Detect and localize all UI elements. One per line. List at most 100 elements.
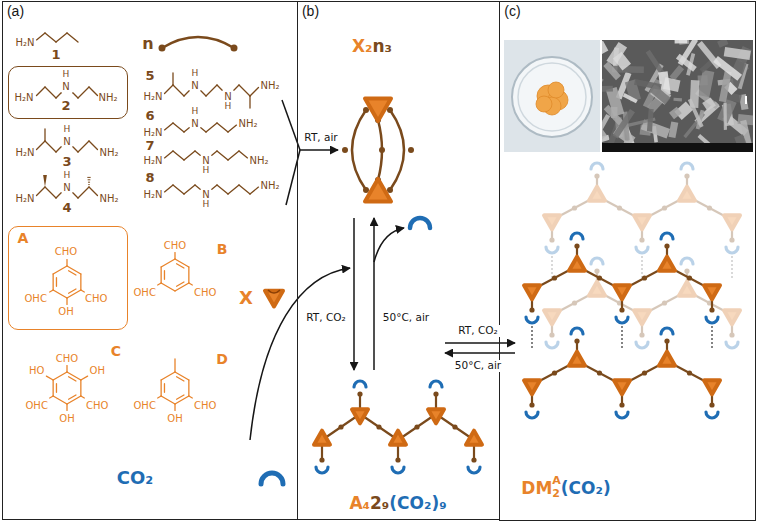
bond-line <box>228 185 239 194</box>
illustration-part <box>445 352 515 354</box>
bond-line <box>212 151 217 155</box>
aldehyde-unit <box>524 285 540 299</box>
illustration-part <box>724 47 751 60</box>
co2-unit <box>591 163 603 169</box>
compound-number: 7 <box>145 139 154 153</box>
aldehyde-unit <box>589 187 605 201</box>
bond-line <box>189 283 192 285</box>
atom-label: H <box>225 102 232 112</box>
co2-unit <box>616 412 628 418</box>
co2-unit <box>681 163 693 169</box>
illustration-part <box>602 86 613 92</box>
illustration-part <box>300 149 338 151</box>
amine-node <box>414 424 419 429</box>
amine-node <box>572 205 577 210</box>
bond-line <box>165 123 173 130</box>
bond-line <box>66 366 67 372</box>
bond-line <box>165 151 173 158</box>
atom-label: N <box>63 182 70 193</box>
formula-part: n₃ <box>373 37 393 56</box>
bond-line <box>80 274 81 290</box>
bond-line <box>175 259 189 267</box>
illustration-part <box>602 114 610 130</box>
amine-node <box>574 338 579 343</box>
amine-node <box>597 275 602 280</box>
bond-line <box>173 85 184 96</box>
panel-letter: (b) <box>302 4 319 19</box>
formula-part: 2 <box>552 488 560 500</box>
illustration-part <box>524 233 720 418</box>
reaction-arrows <box>250 100 515 440</box>
bond-line <box>250 88 258 96</box>
amine-node <box>342 147 348 153</box>
bond-line <box>66 260 67 266</box>
atom-label: N <box>202 155 209 166</box>
amine-node <box>319 457 324 462</box>
bond-line <box>53 290 67 298</box>
bond-line <box>52 380 53 396</box>
atom-label: NH₂ <box>98 92 117 103</box>
bond-line <box>78 187 89 198</box>
compound-letter: C <box>111 344 121 359</box>
compound-number: 5 <box>145 69 154 83</box>
amine-node <box>357 391 362 396</box>
sample-photo <box>504 40 600 152</box>
amine-node <box>408 147 414 153</box>
illustration-part <box>602 72 604 97</box>
condition-label: 50°C, air <box>453 360 503 372</box>
aldehyde-unit <box>544 310 560 324</box>
atom-label: H <box>203 200 210 210</box>
illustration-part <box>250 268 350 440</box>
atom-label: H₂N <box>15 147 34 158</box>
bond-line <box>250 187 258 194</box>
atom-label: CHO <box>85 293 107 304</box>
amine-node <box>597 370 602 375</box>
illustration-part <box>702 97 716 111</box>
co2-unit <box>410 218 430 228</box>
amine-node <box>433 391 438 396</box>
amine-node <box>231 45 238 52</box>
amine-node <box>471 457 476 462</box>
aldehyde-unit <box>569 257 585 271</box>
bond-line <box>206 123 217 132</box>
amine-node <box>619 307 624 312</box>
amine-chain <box>322 414 360 440</box>
compound-letter: D <box>216 352 228 367</box>
aldehyde-unit <box>569 352 585 366</box>
illustration-part <box>602 143 753 152</box>
bond-line <box>177 282 184 286</box>
atom-label: OHC <box>25 293 47 304</box>
formula-part: (CO₂) <box>561 479 611 498</box>
compound-number: 8 <box>145 171 154 185</box>
bond-line <box>188 267 189 283</box>
aldehyde-unit <box>614 285 630 299</box>
amine-node <box>642 275 647 280</box>
illustration-part <box>669 107 682 119</box>
atom-label: OH <box>167 413 182 424</box>
bond-line <box>56 278 57 287</box>
bond-line <box>212 185 217 189</box>
co2-unit <box>706 412 718 418</box>
condition-label: RT, air <box>304 132 337 144</box>
amine-node <box>594 268 599 273</box>
amine-node <box>387 107 393 113</box>
aldehyde-unit <box>589 282 605 296</box>
bond-line <box>81 290 84 292</box>
bond-line <box>37 87 45 95</box>
bond-line <box>52 274 53 290</box>
bond-line <box>45 87 56 98</box>
aldehyde-unit <box>352 409 368 423</box>
bond-line <box>73 93 78 98</box>
atom-label: N <box>202 189 209 200</box>
atom-label: H₂N <box>15 193 34 204</box>
bond-line <box>67 33 78 42</box>
aldehyde-unit <box>314 431 330 445</box>
bond-line <box>228 125 236 132</box>
bond-line <box>188 380 189 396</box>
atom-label: CHO <box>164 240 186 251</box>
amine-chain <box>436 414 474 440</box>
bond-line <box>53 372 67 380</box>
bond-line <box>228 151 239 160</box>
amine-node <box>617 205 622 210</box>
